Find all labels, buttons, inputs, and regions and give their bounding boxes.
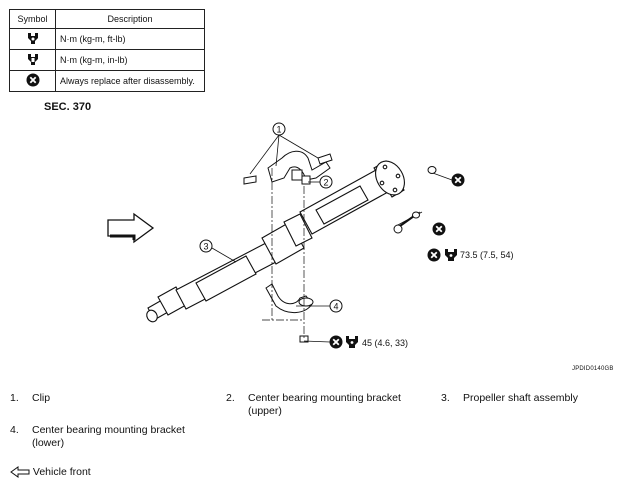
callouts bbox=[199, 122, 343, 313]
torque-wrench-small-icon bbox=[27, 54, 38, 65]
clips bbox=[243, 153, 333, 185]
replace-x-icon bbox=[431, 221, 447, 237]
center-bearing-bracket-lower bbox=[265, 283, 314, 343]
callout-2: 2 bbox=[323, 178, 328, 188]
replace-x-icon bbox=[450, 172, 466, 188]
vehicle-front-label: Vehicle front bbox=[32, 466, 91, 478]
legend-icon-cell bbox=[9, 70, 56, 92]
callout-1: 1 bbox=[276, 125, 281, 135]
vehicle-front-legend: Vehicle front bbox=[10, 466, 91, 479]
fasteners bbox=[393, 166, 437, 234]
item-number: 3. bbox=[441, 392, 450, 404]
callout-4: 4 bbox=[333, 302, 338, 312]
torque-wrench-icon bbox=[27, 33, 38, 44]
item-number: 1. bbox=[10, 392, 19, 404]
item-text: Center bearing mounting bracket (upper) bbox=[248, 392, 401, 417]
figure-code: JPDID0140GB bbox=[572, 366, 614, 372]
legend-icon-cell bbox=[9, 28, 56, 50]
legend-row-text: Always replace after disassembly. bbox=[55, 70, 205, 92]
section-label: SEC. 370 bbox=[44, 101, 92, 113]
item-text: Clip bbox=[32, 392, 51, 404]
item-text: Center bearing mounting bracket (lower) bbox=[32, 424, 185, 449]
replace-x-icon bbox=[26, 73, 39, 87]
replace-x-icon bbox=[426, 247, 442, 263]
item-number: 4. bbox=[10, 424, 19, 436]
torque-value-upper: 73.5 (7.5, 54) bbox=[460, 250, 514, 260]
symbol-legend-table: Symbol Description N·m (kg-m, ft-lb) N·m… bbox=[9, 9, 205, 92]
torque-wrench-icon bbox=[445, 249, 457, 261]
center-lines bbox=[262, 168, 305, 340]
item-number: 2. bbox=[226, 392, 235, 404]
item-text: Propeller shaft assembly bbox=[463, 392, 578, 404]
center-bearing-bracket-upper bbox=[267, 150, 331, 185]
replace-x-icon bbox=[328, 334, 344, 350]
vehicle-front-arrow bbox=[107, 212, 155, 244]
torque-value-lower: 45 (4.6, 33) bbox=[362, 338, 408, 348]
propeller-shaft bbox=[146, 160, 405, 323]
callout-3: 3 bbox=[203, 242, 208, 252]
torque-wrench-icon bbox=[346, 336, 358, 348]
front-arrow-icon bbox=[10, 466, 30, 479]
